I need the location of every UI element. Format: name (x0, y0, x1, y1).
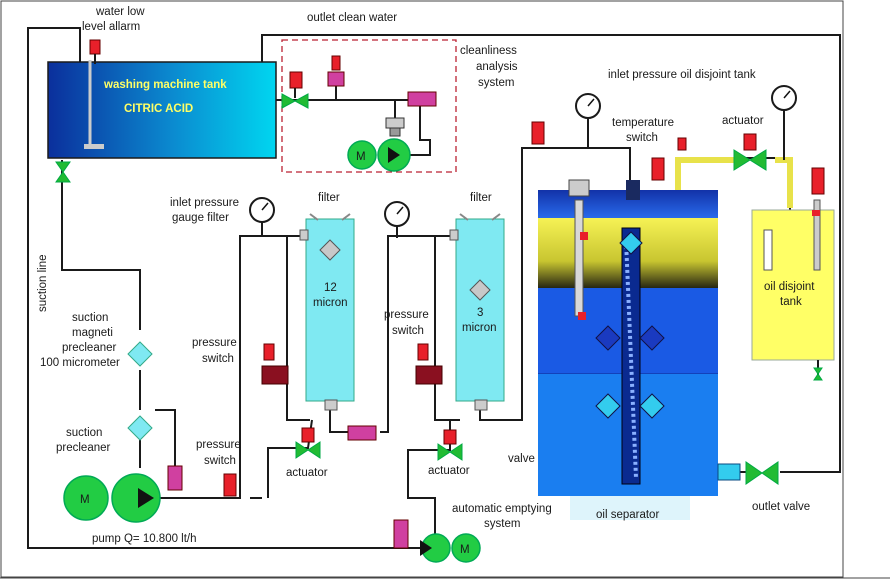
pressure-switch-filter-2 (416, 344, 442, 384)
temperature-label-1: temperature (612, 117, 674, 129)
filter-1-rating-1: 12 (324, 282, 337, 294)
filter-2-rating-1: 3 (477, 307, 483, 319)
pressure-switch-pump (224, 474, 236, 496)
gauge-separator (576, 94, 600, 148)
precleaner-label-1: suction (66, 427, 102, 439)
oil-separator (538, 180, 740, 520)
washing-machine-tank (48, 40, 276, 158)
suction-flow-meter (168, 466, 182, 490)
magneti-precleaner (128, 342, 152, 366)
emptying-label-2: system (484, 518, 520, 530)
gauge-filter-label-1: inlet pressure (170, 197, 239, 209)
gauge-filter-2 (385, 202, 409, 238)
temperature-label-2: switch (626, 132, 658, 144)
actuator-2-label: actuator (428, 465, 470, 477)
low-level-alarm-sensor (90, 40, 100, 54)
gauge-filter-label-2: gauge filter (172, 212, 229, 224)
pressure-switch-2-label-2: switch (392, 325, 424, 337)
pressure-switch-1-label-1: pressure (192, 337, 237, 349)
outlet-valve-label: outlet valve (752, 501, 810, 513)
alarm-label-2: level allarm (82, 21, 140, 33)
gauge-oil-tank (772, 86, 796, 160)
emptying-pump-motor: M (460, 544, 470, 556)
analysis-sensor (328, 56, 344, 86)
magneti-label-4: 100 micrometer (40, 357, 120, 369)
cleanliness-label-3: system (478, 77, 514, 89)
filter-1-label: filter (318, 192, 340, 204)
precleaner-label-2: precleaner (56, 442, 111, 454)
valve-clean-water[interactable] (282, 72, 308, 108)
clean-pump-motor: M (356, 151, 366, 163)
filter-2-label: filter (470, 192, 492, 204)
pressure-switch-filter-1 (262, 344, 288, 384)
filter-2-rating-2: micron (462, 322, 497, 334)
pressure-switch-2-label-1: pressure (384, 309, 429, 321)
emptying-label-1: automatic emptying (452, 503, 552, 515)
alarm-label-1: water low (95, 6, 145, 18)
actuator-1-label: actuator (286, 467, 328, 479)
pressure-switch-3-label-2: switch (204, 455, 236, 467)
tank-title: washing machine tank (103, 79, 227, 91)
magneti-label-1: suction (72, 312, 108, 324)
pump-label: pump Q= 10.800 lt/h (92, 533, 197, 545)
inlet-pressure-oil-label: inlet pressure oil disjoint tank (608, 69, 756, 81)
temperature-switch (652, 158, 664, 180)
outlet-clean-water-label: outlet clean water (307, 12, 397, 24)
oil-separator-label: oil separator (596, 509, 659, 521)
filter-12-micron[interactable] (300, 214, 354, 410)
separator-small-sensor (678, 138, 686, 150)
separator-sensor (532, 122, 544, 144)
oil-tank-label-2: tank (780, 296, 802, 308)
main-pump-motor: M (80, 494, 90, 506)
tank-content: CITRIC ACID (124, 103, 193, 115)
magneti-label-2: magneti (72, 327, 113, 339)
cleanliness-label-2: analysis (476, 61, 518, 73)
valve-label: valve (508, 453, 535, 465)
cleanliness-label-1: cleanliness (460, 45, 517, 57)
valve-suction[interactable] (56, 162, 70, 182)
outlet-valve[interactable] (746, 462, 778, 484)
oil-tank-actuator[interactable] (734, 134, 766, 170)
oil-tank-label-1: oil disjoint (764, 281, 815, 293)
gauge-filter-1 (250, 198, 274, 236)
suction-precleaner (128, 416, 152, 440)
filter-1-rating-2: micron (313, 297, 348, 309)
pressure-switch-1-label-2: switch (202, 353, 234, 365)
main-pump[interactable] (64, 474, 160, 522)
valve-small-clean[interactable] (386, 118, 404, 136)
pressure-switch-3-label-1: pressure (196, 439, 241, 451)
magneti-label-3: precleaner (62, 342, 117, 354)
flow-meter-clean (408, 92, 436, 106)
flow-meter-filter (348, 426, 376, 440)
actuator-top-label: actuator (722, 115, 764, 127)
suction-line-label: suction line (37, 254, 49, 312)
